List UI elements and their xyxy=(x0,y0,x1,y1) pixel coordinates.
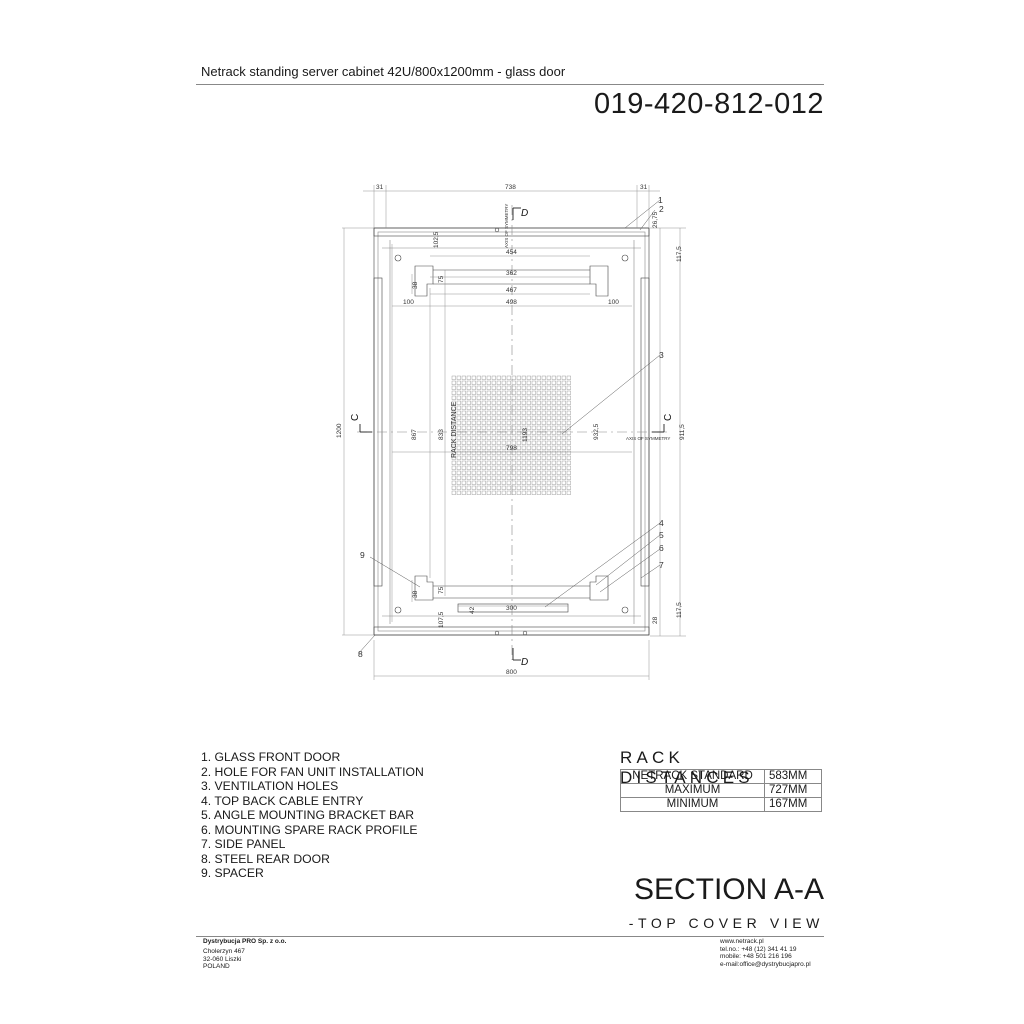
dim-75-bottom: 75 xyxy=(438,586,445,594)
rear-door xyxy=(373,626,650,636)
dim-42: 42 xyxy=(469,606,476,614)
rack-profile-bottom-right xyxy=(589,575,609,601)
parts-legend: 1. GLASS FRONT DOOR 2. HOLE FOR FAN UNIT… xyxy=(201,750,424,881)
dim-867: 867 xyxy=(411,429,418,440)
callout-9: 9 xyxy=(360,550,365,560)
dim-362: 362 xyxy=(506,270,517,277)
table-cell-label: MINIMUM xyxy=(620,797,765,812)
legend-item: 1. GLASS FRONT DOOR xyxy=(201,750,341,764)
dim-498: 498 xyxy=(506,299,517,306)
callout-2: 2 xyxy=(659,204,664,214)
section-c-right: C xyxy=(663,414,674,421)
dim-1200: 1200 xyxy=(336,423,343,438)
table-cell-value: 167MM xyxy=(764,797,822,812)
legend-item: 5. ANGLE MOUNTING BRACKET BAR xyxy=(201,808,415,822)
company-name: Dystrybucja PRO Sp. z o.o. xyxy=(203,938,287,945)
front-door xyxy=(373,227,650,237)
dim-800: 800 xyxy=(506,669,517,676)
callout-6: 6 xyxy=(659,543,664,553)
legend-item: 2. HOLE FOR FAN UNIT INSTALLATION xyxy=(201,764,424,779)
company-contact: www.netrack.pl tel.no.: +48 (12) 341 41 … xyxy=(720,938,811,968)
footer-divider xyxy=(196,936,824,937)
table-row: NETRACK STANDARD 583MM xyxy=(620,769,822,784)
dim-911-5: 911,5 xyxy=(679,424,686,440)
dim-833: 833 xyxy=(438,429,445,440)
contact-website[interactable]: www.netrack.pl xyxy=(720,938,764,945)
dim-26-75: 26,75 xyxy=(652,211,659,228)
dim-467: 467 xyxy=(506,287,517,294)
dim-454: 454 xyxy=(506,249,517,256)
table-cell-value: 583MM xyxy=(764,769,822,784)
callout-1: 1 xyxy=(658,195,663,205)
ventilation-holes xyxy=(451,375,571,495)
header-divider xyxy=(196,84,824,85)
address-line: POLAND xyxy=(203,963,230,970)
legend-item: 8. STEEL REAR DOOR xyxy=(201,851,330,866)
legend-item: 9. SPACER xyxy=(201,866,264,880)
dim-28: 28 xyxy=(652,616,659,624)
callout-7: 7 xyxy=(659,560,664,570)
cable-entry-slot xyxy=(457,603,569,613)
dim-38-bottom: 38 xyxy=(412,590,419,598)
dim-top-left: 31 xyxy=(376,184,384,191)
address-line: 32-060 Liszki xyxy=(203,955,242,963)
dim-798: 798 xyxy=(506,445,517,452)
table-row: MAXIMUM 727MM xyxy=(620,783,822,798)
rack-profile-top-right xyxy=(589,265,609,297)
legend-item: 4. TOP BACK CABLE ENTRY xyxy=(201,793,364,808)
rack-profile-top-left xyxy=(414,265,434,297)
callout-5: 5 xyxy=(659,530,664,540)
table-cell-label: NETRACK STANDARD xyxy=(620,769,765,784)
drawing-title: Netrack standing server cabinet 42U/800x… xyxy=(201,64,566,79)
dim-top-right: 31 xyxy=(640,184,648,191)
axis-label-top: AXIS OF SYMMETRY xyxy=(504,204,509,248)
dim-top-mid: 738 xyxy=(505,184,516,191)
company-address: Cholerzyn 467 32-060 Liszki POLAND xyxy=(203,948,245,971)
dim-75-top: 75 xyxy=(438,275,445,283)
table-cell-label: MAXIMUM xyxy=(620,783,765,798)
section-subtitle: -TOP COVER VIEW xyxy=(628,915,824,931)
dim-1193: 1193 xyxy=(522,428,529,442)
rack-distance-label: RACK DISTANCE xyxy=(451,401,458,458)
rack-distances-table: NETRACK STANDARD 583MM MAXIMUM 727MM MIN… xyxy=(620,769,822,812)
legend-item: 3. VENTILATION HOLES xyxy=(201,779,339,793)
part-number: 019-420-812-012 xyxy=(593,88,824,120)
dim-100-right: 100 xyxy=(608,299,619,306)
legend-item: 7. SIDE PANEL xyxy=(201,837,286,851)
rack-profile-bottom-left xyxy=(414,575,434,601)
callout-4: 4 xyxy=(659,518,664,528)
legend-item: 6. MOUNTING SPARE RACK PROFILE xyxy=(201,822,418,837)
section-c-left: C xyxy=(350,414,361,421)
contact-phone: tel.no.: +48 (12) 341 41 19 xyxy=(720,945,797,953)
table-row: MINIMUM 167MM xyxy=(620,797,822,812)
dim-117-5-top: 117,5 xyxy=(676,246,683,262)
address-line: Cholerzyn 467 xyxy=(203,948,245,955)
callout-8: 8 xyxy=(358,649,363,659)
contact-mobile: mobile: +48 501 216 196 xyxy=(720,953,792,960)
section-d-bottom: D xyxy=(521,657,528,668)
axis-label-right: AXIS OF SYMMETRY xyxy=(626,436,670,441)
dim-100-left: 100 xyxy=(403,299,414,306)
callout-3: 3 xyxy=(659,350,664,360)
table-cell-value: 727MM xyxy=(764,783,822,798)
section-d-top: D xyxy=(521,208,528,219)
dim-102-5: 102,5 xyxy=(433,231,440,248)
dim-107-5: 107,5 xyxy=(438,611,445,628)
section-title: SECTION A-A xyxy=(633,873,824,906)
dim-117-5-bottom: 117,5 xyxy=(676,602,683,618)
dim-300: 300 xyxy=(506,605,517,612)
dim-38-top: 38 xyxy=(412,281,419,289)
dim-932-5: 932,5 xyxy=(593,423,600,440)
contact-email[interactable]: e-mail:office@dystrybucjapro.pl xyxy=(720,960,811,968)
